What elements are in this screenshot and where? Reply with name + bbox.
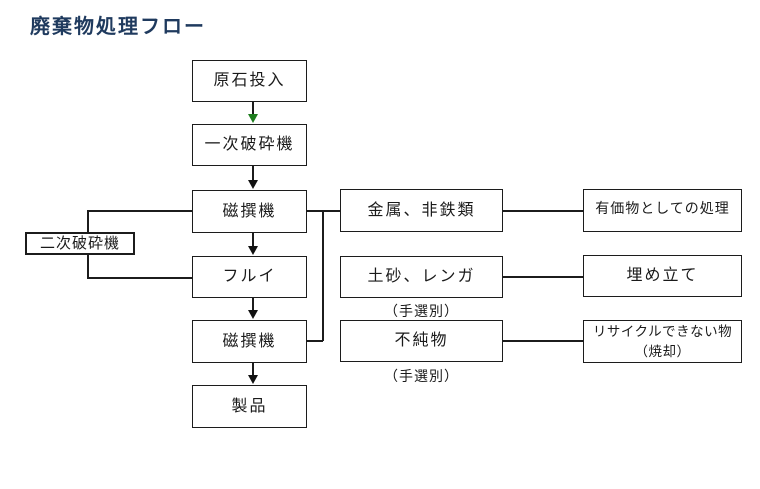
node-label-line1: リサイクルできない物 <box>592 323 733 339</box>
node-primary-crusher: 一次破砕機 <box>192 124 307 166</box>
node-label: 二次破砕機 <box>39 235 120 252</box>
arrowhead-down-icon <box>248 375 258 384</box>
connector-secondarycrusher-down <box>87 255 89 278</box>
connector-soilbricks-landfill <box>503 276 583 278</box>
connector-magseparator1-sieve <box>252 233 254 248</box>
connector-impurities-nonrecyclable <box>503 340 583 342</box>
arrowhead-down-icon <box>248 246 258 255</box>
connector-down-to-secondarycrusher <box>87 210 89 233</box>
connector-sieve-magseparator2 <box>252 298 254 312</box>
node-label: 金属、非鉄類 <box>367 201 476 219</box>
node-metals-nonferrous: 金属、非鉄類 <box>340 189 503 232</box>
node-label: 一次破砕機 <box>204 136 295 154</box>
node-secondary-crusher: 二次破砕機 <box>25 232 135 255</box>
node-product: 製品 <box>192 385 307 428</box>
node-label: フルイ <box>222 268 277 286</box>
node-label: 有価物としての処理 <box>595 202 730 218</box>
arrowhead-down-icon <box>248 180 258 189</box>
node-magnetic-separator-1: 磁撰機 <box>192 190 307 233</box>
node-label: 原石投入 <box>213 72 286 90</box>
page-title: 廃棄物処理フロー <box>30 16 206 38</box>
node-label: 製品 <box>231 397 268 415</box>
connector-branch-vertical <box>322 210 324 341</box>
connector-magseparator1-metals <box>307 210 340 212</box>
node-magnetic-separator-2: 磁撰機 <box>192 320 307 363</box>
node-valuable-processing: 有価物としての処理 <box>583 189 742 232</box>
node-label: 磁撰機 <box>222 202 277 220</box>
arrowhead-down-icon <box>248 310 258 319</box>
annotation-hand-sorting-impurities: （手選別） <box>384 370 459 385</box>
connector-magseparator1-left <box>87 210 192 212</box>
node-landfill: 埋め立て <box>583 255 742 297</box>
node-label-line2: （焼却） <box>634 343 691 359</box>
connector-to-sieve-left <box>87 277 192 279</box>
connector-primarycrusher-magseparator1 <box>252 166 254 182</box>
node-label: 埋め立て <box>626 267 699 285</box>
connector-magseparator2-product <box>252 363 254 377</box>
node-label: 磁撰機 <box>222 332 277 350</box>
arrowhead-down-green-icon <box>248 114 258 123</box>
node-label: 土砂、レンガ <box>367 268 476 286</box>
connector-rawinput-primarycrusher <box>252 102 254 117</box>
node-sieve: フルイ <box>192 256 307 298</box>
node-raw-stone-input: 原石投入 <box>192 60 307 102</box>
annotation-hand-sorting-soil: （手選別） <box>384 305 459 320</box>
connector-magseparator2-branch <box>307 340 323 342</box>
connector-metals-valuableprocessing <box>503 210 583 212</box>
node-label: 不純物 <box>394 332 449 350</box>
node-impurities: 不純物 <box>340 320 503 362</box>
node-soil-bricks: 土砂、レンガ <box>340 256 503 298</box>
node-non-recyclable: リサイクルできない物 （焼却） <box>583 320 742 363</box>
